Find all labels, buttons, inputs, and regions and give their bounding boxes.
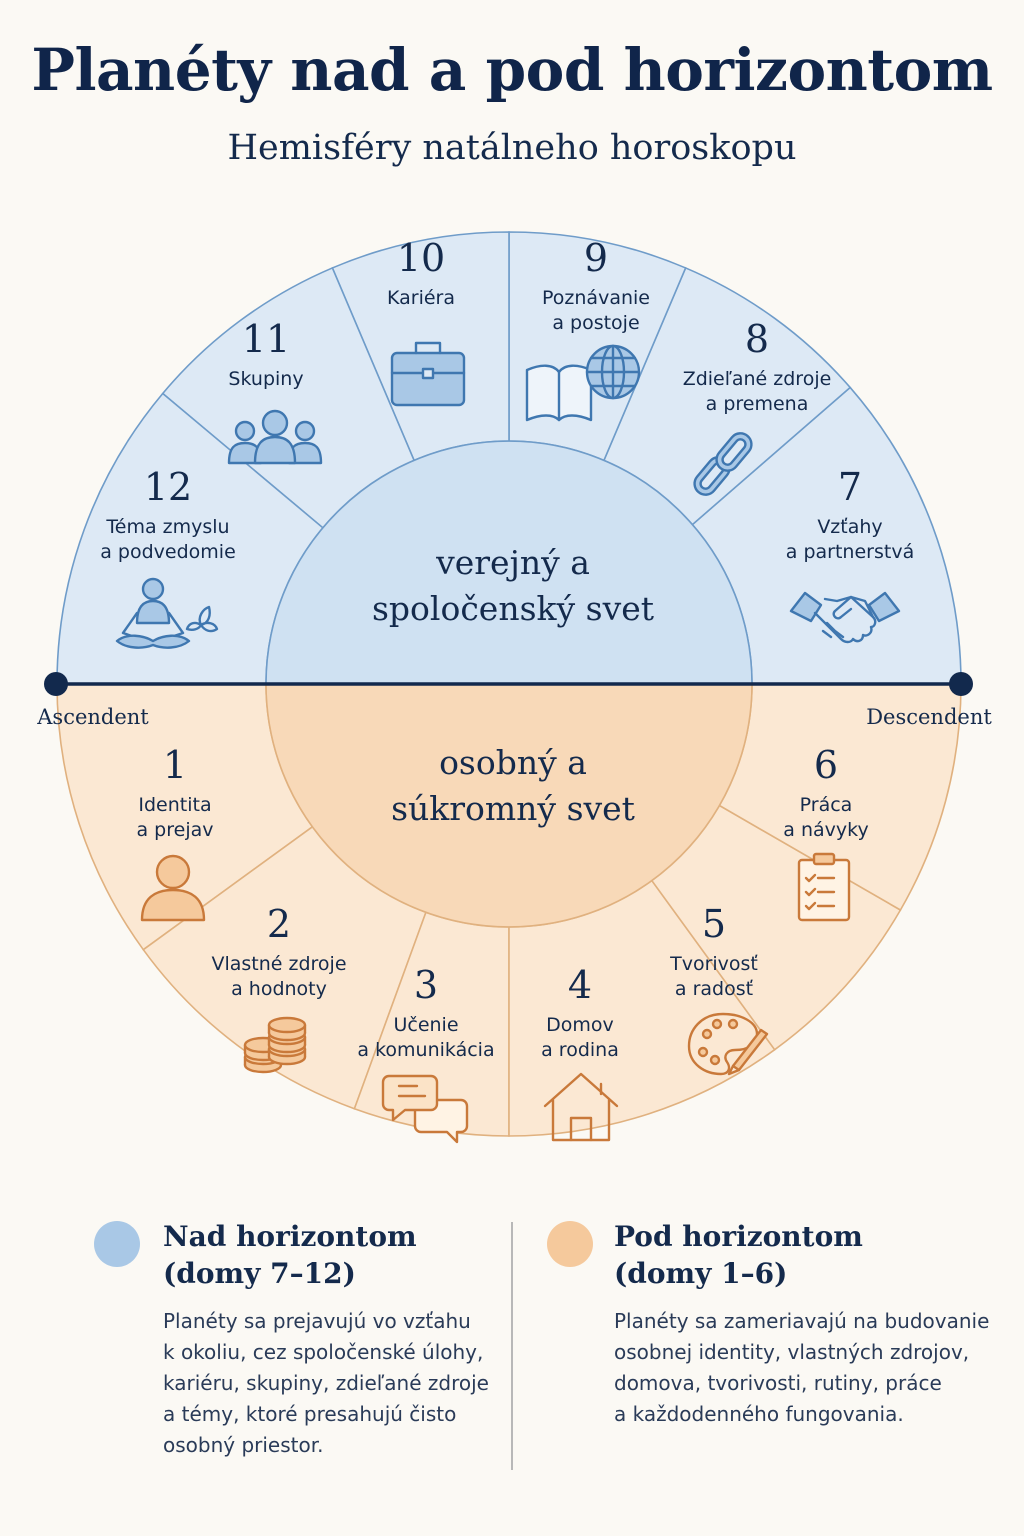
legend-above-text-line: kariéru, skupiny, zdieľané zdroje	[163, 1371, 489, 1395]
upper-center-label: verejný a	[435, 543, 590, 582]
page-subtitle: Hemisféry natálneho horoskopu	[227, 128, 797, 168]
book-globe-icon	[525, 344, 641, 422]
handshake-icon	[789, 591, 901, 644]
chat-bubbles-icon	[381, 1074, 469, 1144]
upper-center-label: spoločenský svet	[372, 589, 654, 628]
clipboard-icon	[797, 852, 851, 922]
house-label-11: Skupiny	[228, 368, 303, 390]
group-icon	[227, 409, 323, 465]
house-number-2: 2	[267, 902, 291, 946]
house-label-3: Učenie	[393, 1014, 458, 1036]
descendent-point	[949, 672, 973, 696]
legend-above-title-line: Nad horizontom	[163, 1220, 417, 1253]
palette-icon	[687, 1012, 769, 1076]
legend-below-dot	[547, 1221, 593, 1267]
house-label-8: Zdieľané zdroje	[683, 368, 832, 390]
house-label-1: a prejav	[137, 819, 214, 841]
house-label-5: Tvorivosť	[669, 953, 758, 975]
page-title: Planéty nad a pod horizontom	[31, 36, 993, 104]
legend-below-title: Pod horizontom (domy 1–6)	[614, 1218, 974, 1292]
house-number-8: 8	[745, 317, 769, 361]
meditation-icon	[115, 577, 219, 649]
chain-link-icon	[693, 432, 753, 496]
legend-below-text-line: a každodenného fungovania.	[614, 1402, 904, 1426]
lower-center-label: osobný a	[439, 743, 587, 782]
house-label-7: Vzťahy	[817, 516, 882, 538]
house-label-6: Práca	[800, 794, 853, 816]
house-number-11: 11	[242, 317, 290, 361]
legend-below-text-line: osobnej identity, vlastných zdrojov,	[614, 1340, 970, 1364]
lower-hemisphere-center	[265, 683, 753, 928]
lower-center-label: súkromný svet	[391, 789, 635, 828]
person-icon	[140, 854, 206, 922]
house-label-8: a premena	[706, 393, 809, 415]
house-icon	[543, 1072, 619, 1142]
house-label-2: Vlastné zdroje	[211, 953, 346, 975]
legend-below-text-line: domova, tvorivosti, rutiny, práce	[614, 1371, 942, 1395]
briefcase-icon	[390, 341, 466, 407]
house-number-3: 3	[414, 963, 438, 1007]
ascendent-point	[44, 672, 68, 696]
ascendent-label: Ascendent	[36, 705, 149, 729]
legend-above-title: Nad horizontom (domy 7–12)	[163, 1218, 523, 1292]
legend-above-title-line: (domy 7–12)	[163, 1257, 356, 1290]
coins-icon	[243, 1016, 307, 1074]
house-label-10: Kariéra	[387, 287, 455, 309]
house-number-6: 6	[814, 743, 838, 787]
house-label-9: Poznávanie	[542, 287, 650, 309]
house-number-10: 10	[397, 236, 445, 280]
legend-below-title-line: Pod horizontom	[614, 1220, 863, 1253]
house-label-2: a hodnoty	[231, 978, 327, 1000]
legend-below-text-line: Planéty sa zameriavajú na budovanie	[614, 1309, 990, 1333]
legend-above-text-line: k okoliu, cez spoločenské úlohy,	[163, 1340, 484, 1364]
legend-above-text-line: Planéty sa prejavujú vo vzťahu	[163, 1309, 471, 1333]
house-number-7: 7	[838, 465, 862, 509]
legend-below-title-line: (domy 1–6)	[614, 1257, 788, 1290]
descendent-label: Descendent	[866, 705, 992, 729]
house-label-7: a partnerstvá	[786, 541, 914, 563]
legend-above-text-line: a témy, ktoré presahujú čisto	[163, 1402, 457, 1426]
legend-above-text-line: osobný priestor.	[163, 1433, 324, 1457]
house-label-5: a radosť	[675, 978, 754, 1000]
house-label-3: a komunikácia	[357, 1039, 494, 1061]
house-number-1: 1	[163, 743, 187, 787]
legend-above-dot	[94, 1221, 140, 1267]
house-label-9: a postoje	[552, 312, 639, 334]
legend-below-text: Planéty sa zameriavajú na budovanie osob…	[614, 1306, 994, 1430]
house-number-5: 5	[702, 902, 726, 946]
house-number-4: 4	[568, 963, 592, 1007]
house-wheel-diagram: verejný a spoločenský svet osobný a súkromn…	[36, 231, 992, 1144]
house-number-12: 12	[144, 465, 192, 509]
house-label-12: Téma zmyslu	[105, 516, 229, 538]
house-label-4: a rodina	[541, 1039, 619, 1061]
house-label-12: a podvedomie	[100, 541, 236, 563]
legend-divider	[511, 1222, 513, 1470]
house-label-6: a návyky	[783, 819, 868, 841]
house-label-1: Identita	[138, 794, 211, 816]
legend-above-text: Planéty sa prejavujú vo vzťahu k okoliu,…	[163, 1306, 523, 1461]
house-number-9: 9	[584, 236, 608, 280]
house-label-4: Domov	[546, 1014, 614, 1036]
upper-hemisphere-center	[265, 440, 753, 685]
